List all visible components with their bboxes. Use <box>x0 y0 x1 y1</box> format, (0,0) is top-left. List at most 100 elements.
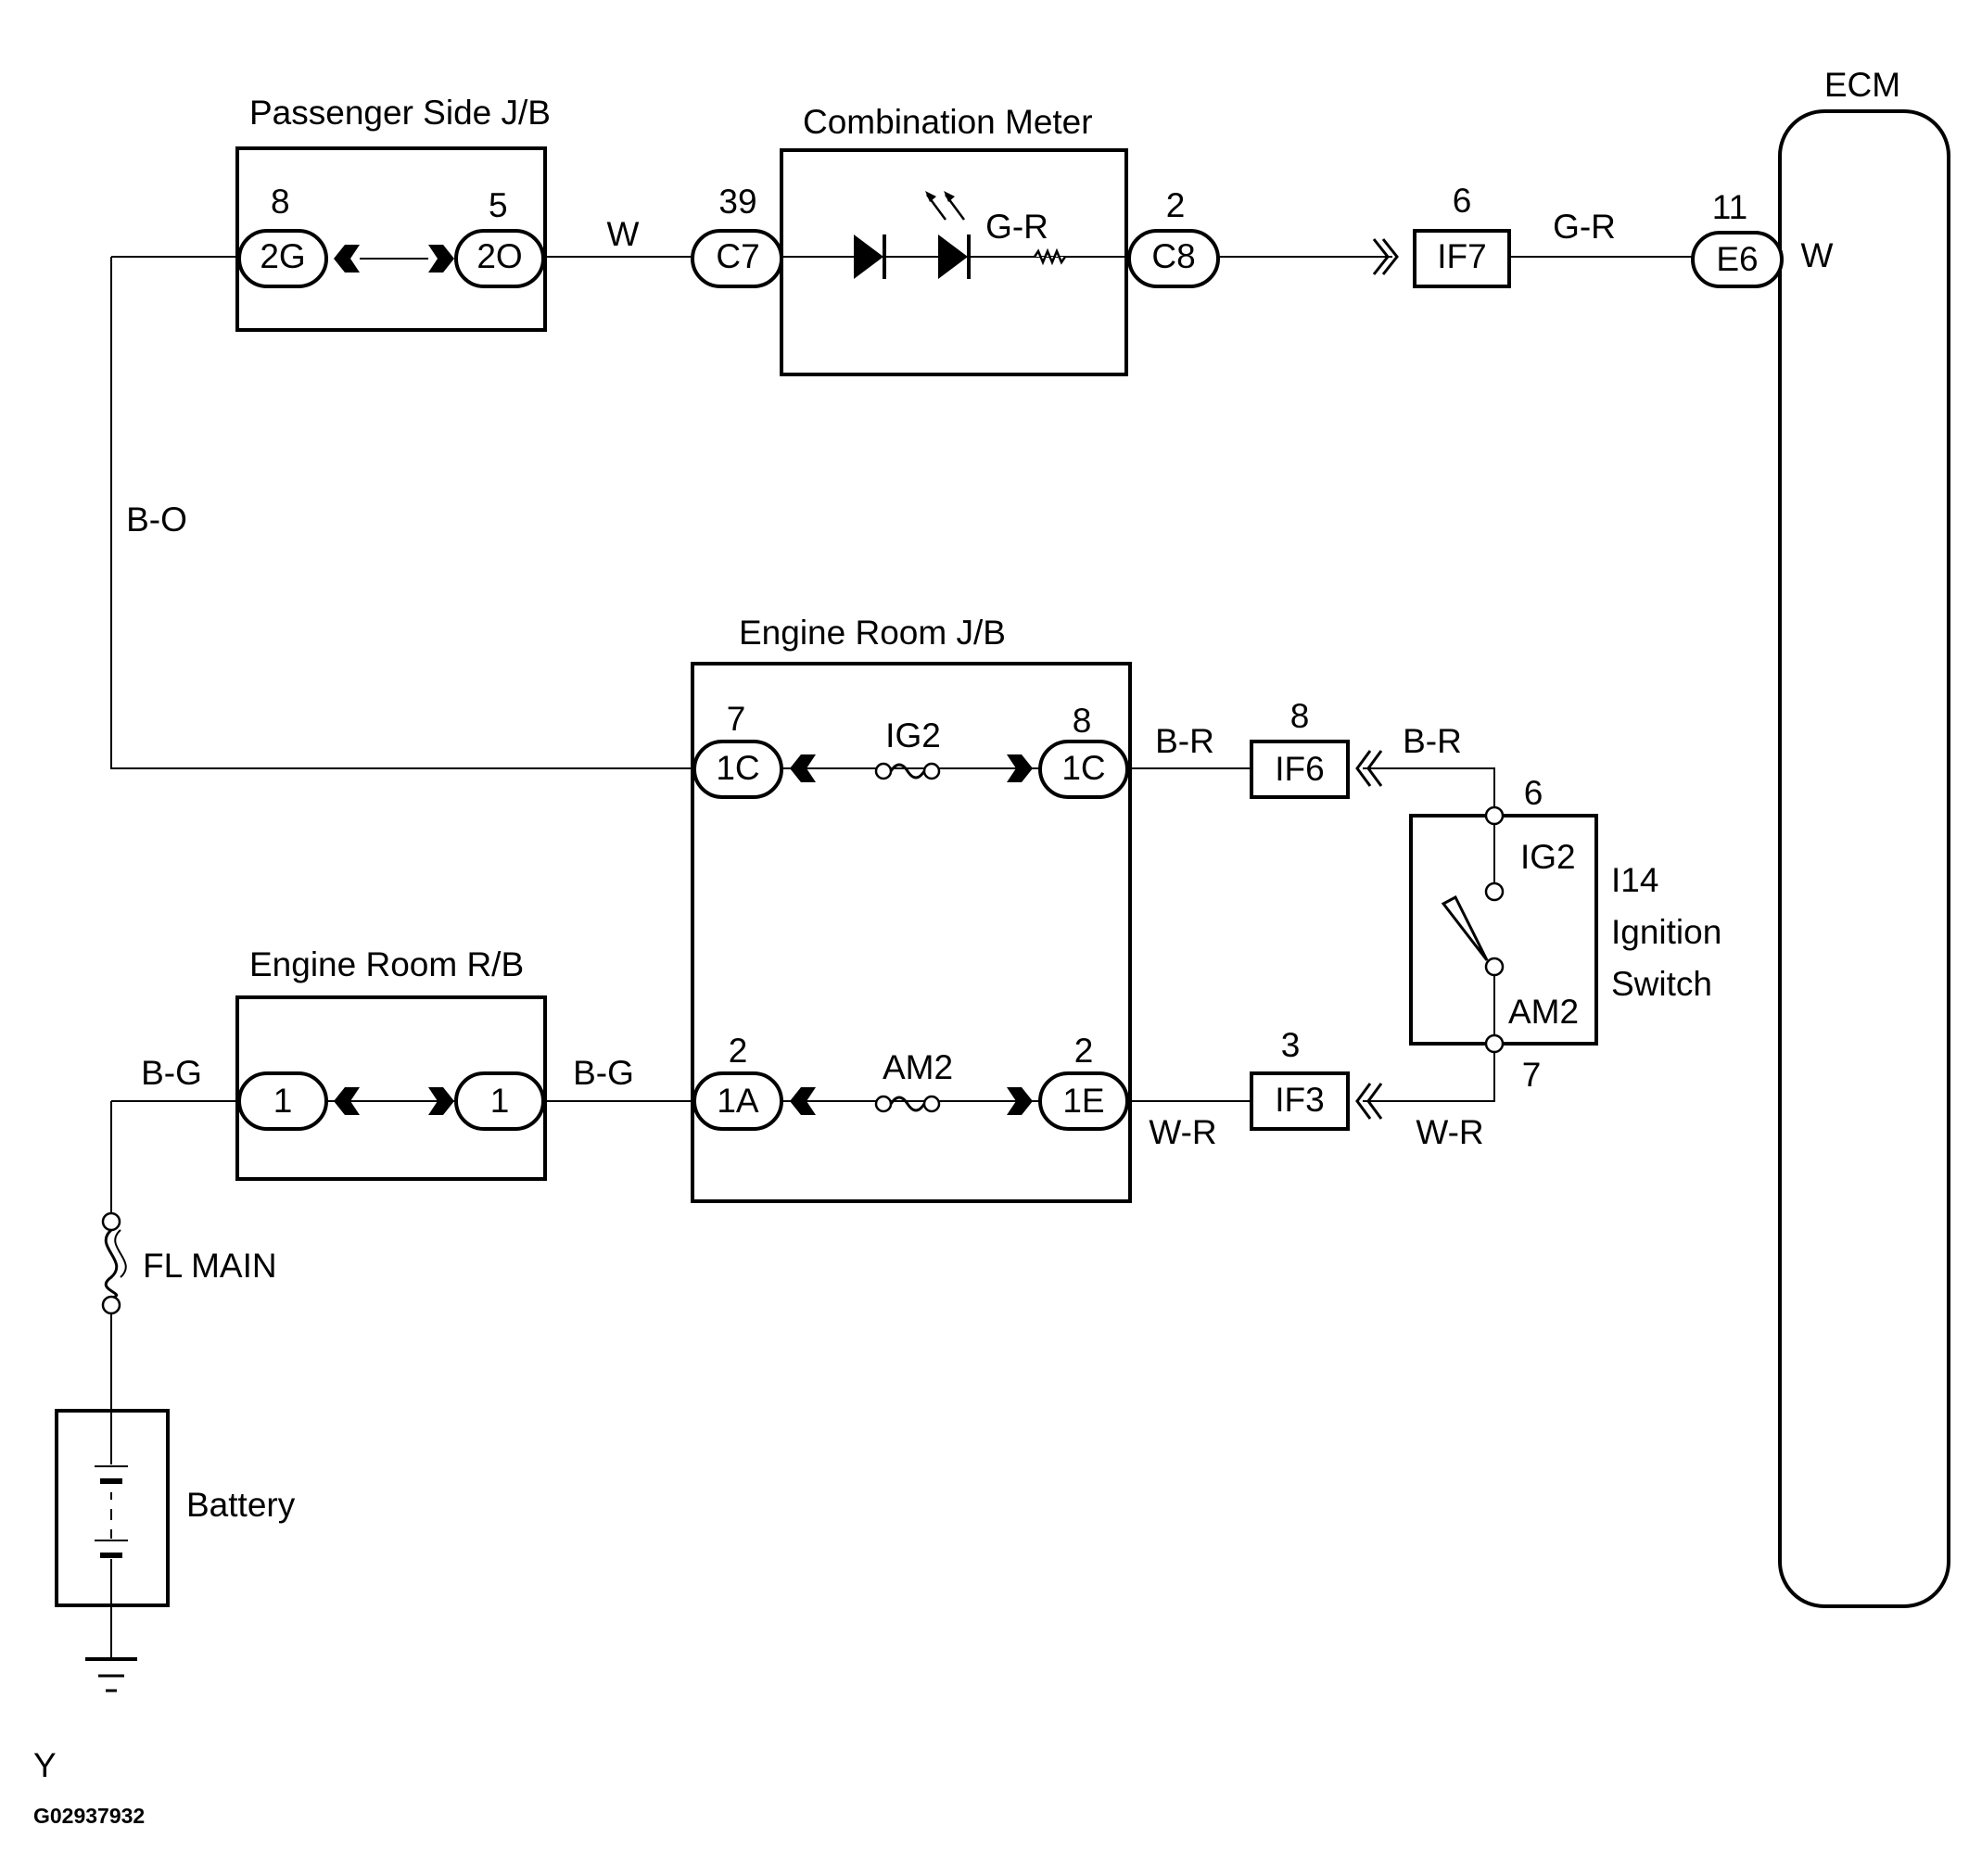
combination-meter-pin-left: 39 <box>718 183 756 221</box>
terminal-icon <box>101 1295 121 1315</box>
passenger-jb-pin-left: 8 <box>271 183 290 221</box>
fuse-am2-icon <box>874 1095 941 1113</box>
connector-1e <box>1038 1071 1129 1131</box>
fl-main: FL MAIN <box>101 1211 277 1315</box>
ignition-switch-id: I14 <box>1611 861 1658 899</box>
footer-code: Y <box>33 1746 57 1784</box>
connector-c7-label: C7 <box>716 237 759 275</box>
connector-2o <box>454 229 545 288</box>
if6-pin: 8 <box>1290 697 1310 735</box>
connector-c8-label: C8 <box>1151 237 1195 275</box>
if7-box <box>1413 229 1511 288</box>
connector-2g-label: 2G <box>260 237 305 275</box>
wire-label-b-r-1: B-R <box>1155 722 1214 760</box>
connector-2g <box>237 229 328 288</box>
ignition-switch-pin-bottom: 7 <box>1522 1056 1542 1094</box>
junction-connector-if3: W-R 3 IF3 W-R <box>1149 1026 1483 1151</box>
if6-label: IF6 <box>1275 750 1324 788</box>
connector-1c-right-label: 1C <box>1061 749 1105 787</box>
engine-room-rb-title: Engine Room R/B <box>249 945 524 983</box>
connector-c8 <box>1127 229 1220 288</box>
ecm-box <box>1778 109 1950 1608</box>
jb-am2-pin-right: 2 <box>1074 1032 1094 1070</box>
wire-label-w-r-2: W-R <box>1416 1113 1483 1151</box>
wire-w-r-2 <box>1363 1044 1495 1102</box>
junction-connector-if7: G-R IF7 6 G-R <box>985 182 1616 288</box>
ecm-title: ECM <box>1824 66 1900 104</box>
ignition-switch-name-2: Switch <box>1611 965 1712 1003</box>
battery-label: Battery <box>186 1486 296 1524</box>
female-terminal-icon <box>334 245 360 273</box>
rb-connector-left-label: 1 <box>273 1082 293 1120</box>
engine-room-rb-box <box>235 995 547 1181</box>
ecm-wire-label: W <box>1801 236 1834 274</box>
ground-icon <box>85 1657 137 1692</box>
ecm: ECM E6 11 W <box>1691 66 1950 1608</box>
figure-id: G02937932 <box>33 1804 145 1828</box>
combination-meter: Combination Meter 39 2 C7 C8 <box>691 103 1220 376</box>
jb-am2-pin-left: 2 <box>729 1032 748 1070</box>
engine-room-jb-box <box>691 662 1132 1203</box>
if3-pin: 3 <box>1281 1026 1301 1064</box>
terminal-icon <box>1484 805 1505 826</box>
wire-label-g-r-1: G-R <box>985 208 1048 246</box>
led-icon <box>925 191 971 279</box>
terminal-icon <box>101 1211 121 1232</box>
if3-label: IF3 <box>1275 1081 1324 1119</box>
wire-label-b-r-2: B-R <box>1403 722 1462 760</box>
connector-c7 <box>691 229 783 288</box>
switch-lever-icon <box>1441 894 1489 961</box>
fl-main-label: FL MAIN <box>143 1247 277 1285</box>
ignition-switch-am2-label: AM2 <box>1508 993 1579 1031</box>
diode-icon <box>854 234 886 279</box>
jb-ig2-pin-left: 7 <box>727 700 746 738</box>
wire-label-b-g-2: B-G <box>573 1054 634 1092</box>
terminal-icon <box>1484 881 1505 902</box>
passenger-jb-pin-right: 5 <box>489 186 508 224</box>
wire-b-r-2 <box>1363 767 1495 816</box>
fuse-am2-label: AM2 <box>883 1048 953 1086</box>
if7-label: IF7 <box>1437 237 1486 275</box>
fuse-ig2-label: IG2 <box>885 716 941 754</box>
connector-1c-left <box>692 740 783 799</box>
resistor-icon <box>1033 247 1067 266</box>
engine-room-jb-title: Engine Room J/B <box>739 614 1006 652</box>
connector-1e-label: 1E <box>1062 1082 1104 1120</box>
terminal-icon <box>1484 957 1505 977</box>
wire-label-w: W <box>607 215 640 253</box>
connector-1c-left-label: 1C <box>716 749 759 787</box>
connector-1c-right <box>1038 740 1129 799</box>
rb-connector-left <box>237 1071 328 1131</box>
passenger-side-jb: Passenger Side J/B 8 5 2G 2O <box>235 94 551 332</box>
combination-meter-title: Combination Meter <box>803 103 1093 141</box>
rb-connector-right-label: 1 <box>490 1082 510 1120</box>
combination-meter-pin-right: 2 <box>1166 186 1186 224</box>
ignition-switch-ig2-label: IG2 <box>1520 838 1576 876</box>
wire-label-w-r-1: W-R <box>1149 1113 1216 1151</box>
terminal-icon <box>1484 1033 1505 1054</box>
battery: Battery <box>55 1409 296 1607</box>
passenger-jb-title: Passenger Side J/B <box>249 94 551 132</box>
wire-label-g-r-2: G-R <box>1553 208 1616 246</box>
if6-box <box>1250 740 1350 799</box>
jb-ig2-pin-right: 8 <box>1073 702 1092 740</box>
male-terminal-icon <box>428 245 454 273</box>
wire-label-b-g-1: B-G <box>141 1054 202 1092</box>
ignition-switch: 6 7 IG2 AM2 I14 Ignition Switch <box>1409 774 1721 1094</box>
junction-connector-if6: B-R 8 IF6 B-R <box>1155 697 1462 799</box>
connector-e6 <box>1691 231 1784 288</box>
rb-connector-right <box>454 1071 545 1131</box>
if3-box <box>1250 1071 1350 1131</box>
ecm-pin: 11 <box>1712 188 1747 226</box>
connector-1a-label: 1A <box>717 1082 759 1120</box>
if7-pin: 6 <box>1453 182 1472 220</box>
ignition-switch-pin-top: 6 <box>1524 774 1543 812</box>
connector-2o-label: 2O <box>476 237 522 275</box>
fuse-ig2-icon <box>874 762 941 780</box>
passenger-jb-box <box>235 146 547 332</box>
fusible-link-icon <box>104 1228 119 1299</box>
ignition-switch-name-1: Ignition <box>1611 913 1721 951</box>
connector-1a <box>692 1071 783 1131</box>
connector-e6-label: E6 <box>1716 240 1758 278</box>
